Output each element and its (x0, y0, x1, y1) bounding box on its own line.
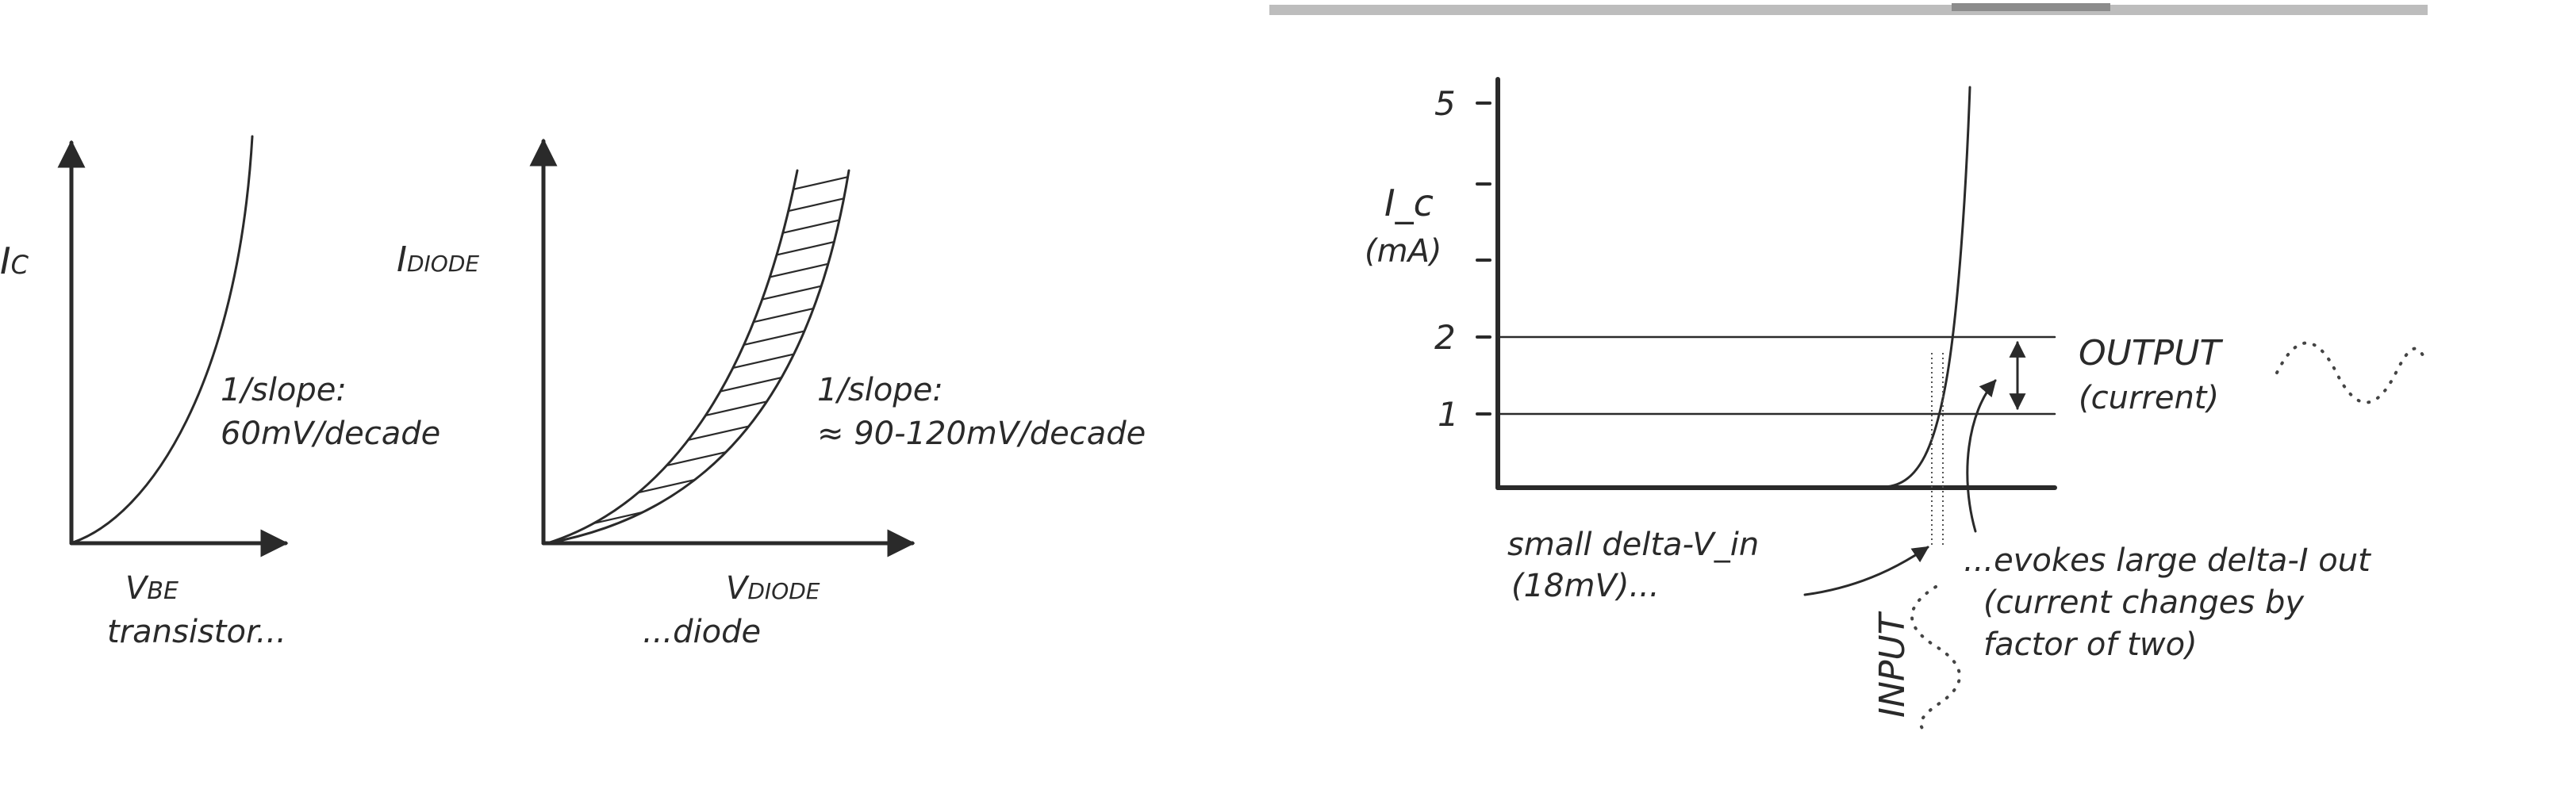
input-annotation-line2: (18mV)... (1511, 568, 1660, 604)
diode-curve-right (546, 169, 850, 545)
input-label: INPUT (1872, 611, 1913, 718)
top-scrollbar (1269, 3, 2428, 15)
input-annotation-line1: small delta-V_in (1507, 527, 1759, 563)
output-sub-label: (current) (2079, 380, 2219, 416)
hatch-line (547, 500, 849, 543)
diode-slope-line2: ≈ 90-120mV/decade (817, 416, 1146, 452)
output-pointer-arrow (1966, 379, 1997, 533)
transistor-plot: IC VBE transistor... 1/slope: 60mV/decad… (0, 135, 440, 650)
output-sine-wave (2275, 341, 2425, 404)
hatch-line (547, 170, 849, 232)
diode-slope-line1: 1/slope: (817, 372, 943, 408)
transfer-plot: 5 2 1 I_c (mA) OUTPUT (current) small de… (1365, 77, 2425, 735)
hatch-line (547, 190, 849, 273)
input-pointer-arrow (1803, 546, 1929, 596)
diode-caption: ...diode (643, 614, 761, 650)
transfer-y-unit: (mA) (1365, 233, 1442, 270)
transistor-slope-line1: 1/slope: (221, 372, 347, 408)
transistor-y-label: IC (0, 239, 29, 282)
hatch-line (547, 479, 849, 543)
transistor-caption: transistor... (107, 614, 286, 650)
hatch-line (547, 520, 849, 543)
tick-label-5: 5 (1434, 84, 1456, 123)
output-annotation-line2: (current changes by (1983, 584, 2305, 621)
hatch-line (547, 170, 849, 252)
output-annotation-line1: ...evokes large delta-I out (1964, 542, 2371, 579)
transistor-slope-line2: 60mV/decade (221, 416, 440, 452)
transfer-y-label: I_c (1384, 182, 1434, 224)
hatch-line (547, 252, 849, 335)
hatch-line (547, 232, 849, 314)
output-annotation-line3: factor of two) (1983, 626, 2198, 663)
tick-label-2: 2 (1434, 318, 1456, 357)
diode-x-label: VDIODE (726, 570, 820, 607)
hatch-line (547, 458, 849, 541)
diode-plot: IDIODE VDIODE ...diode 1/slope: ≈ 90-120… (397, 138, 1146, 650)
diode-y-label: IDIODE (397, 239, 479, 280)
top-bar-track (1269, 5, 2428, 15)
top-bar-thumb (1952, 3, 2110, 11)
transfer-curve (1883, 86, 1971, 488)
tick-label-1: 1 (1438, 395, 1459, 434)
hatch-line (547, 293, 849, 376)
output-label: OUTPUT (2079, 333, 2223, 374)
transistor-curve (71, 135, 254, 544)
transistor-x-label: VBE (125, 570, 179, 607)
hatch-line (547, 211, 849, 293)
diode-curve-left (546, 169, 799, 545)
input-sine-wave (1910, 585, 1961, 735)
